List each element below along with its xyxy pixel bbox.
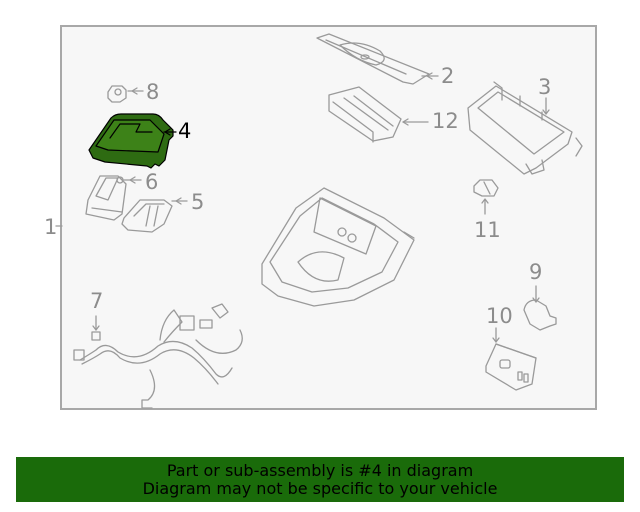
callout-5[interactable]: 5 [191,190,205,214]
callout-7[interactable]: 7 [90,289,104,313]
diagram-frame [60,25,597,410]
part-1-console-icon [261,187,415,307]
part-5-switch-icon [121,197,188,233]
part-3-bracket-icon [467,81,583,175]
callout-8[interactable]: 8 [146,80,160,104]
part-4-module-icon [88,113,177,169]
banner-line-part-number: Part or sub-assembly is #4 in diagram [166,461,474,480]
part-11-cap-icon [473,179,499,215]
callout-10[interactable]: 10 [486,304,513,328]
part-9-socket-icon [523,285,557,331]
part-12-tray-icon [328,86,429,143]
part-info-banner: Part or sub-assembly is #4 in diagram Di… [16,457,624,502]
part-8-sensor-icon [107,85,144,103]
part-2-cover-plate-icon [316,33,439,85]
callout-4-highlighted[interactable]: 4 [178,119,192,143]
part-6-switch-icon [85,175,142,221]
callout-11[interactable]: 11 [474,218,501,242]
part-7-wiring-harness-icon [73,303,243,409]
banner-line-disclaimer: Diagram may not be specific to your vehi… [142,479,498,498]
callout-12[interactable]: 12 [432,109,459,133]
callout-6[interactable]: 6 [145,170,159,194]
callout-9[interactable]: 9 [529,260,543,284]
callout-2[interactable]: 2 [441,64,455,88]
callout-3[interactable]: 3 [538,75,552,99]
part-10-switch-block-icon [485,327,537,391]
callout-1[interactable]: 1 [44,215,58,239]
